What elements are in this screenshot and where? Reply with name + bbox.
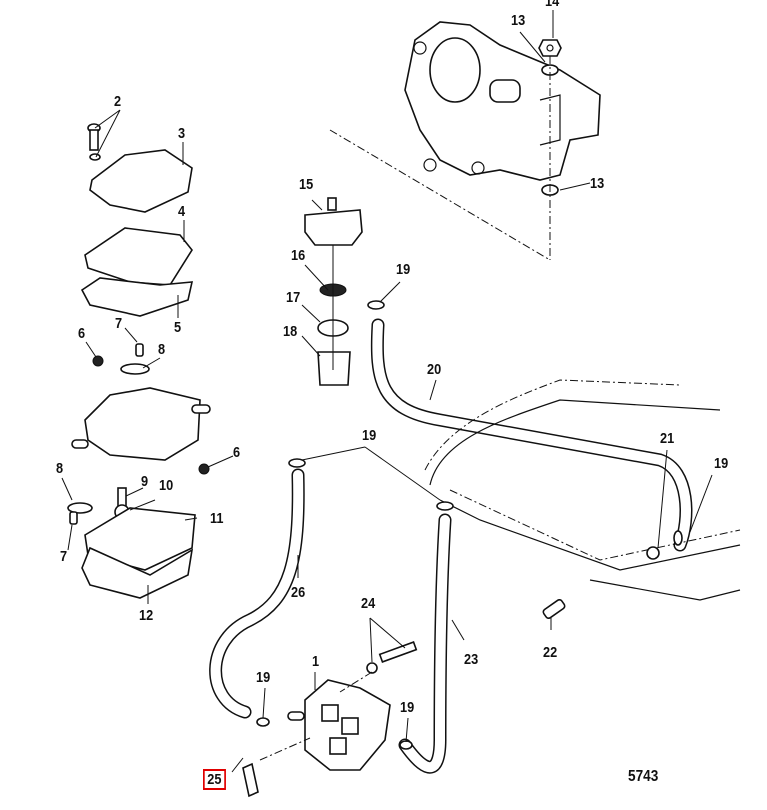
filter-cup-18 [317,351,351,386]
callout-24[interactable]: 24 [361,595,376,612]
callout-25-highlighted[interactable]: 25 [203,769,226,790]
callout-19-engine[interactable]: 19 [714,455,729,472]
callout-8-top[interactable]: 8 [158,341,166,358]
callout-12[interactable]: 12 [139,607,154,624]
callout-2[interactable]: 2 [114,93,122,110]
clamp-19-f [673,530,683,546]
callout-19-pump-left[interactable]: 19 [256,669,271,686]
callout-6-top[interactable]: 6 [78,325,86,342]
callout-8-bottom[interactable]: 8 [56,460,64,477]
callout-26[interactable]: 26 [291,584,306,601]
callout-14[interactable]: 14 [545,0,560,10]
plate-25 [242,762,259,798]
screw-7-bottom [69,511,78,525]
callout-19-filter[interactable]: 19 [396,261,411,278]
figure-number: 5743 [628,768,659,785]
callout-1[interactable]: 1 [312,653,320,670]
callout-11[interactable]: 11 [210,510,224,527]
callout-19-hoses[interactable]: 19 [362,427,377,444]
clamp-19-a [367,300,385,310]
callout-19-pump-right[interactable]: 19 [400,699,415,716]
clamp-19-c [436,501,454,511]
fuel-pump-1 [287,679,391,771]
leader-lines [61,10,713,773]
callout-9[interactable]: 9 [141,473,149,490]
callout-6-right[interactable]: 6 [233,444,241,461]
callout-3[interactable]: 3 [178,125,186,142]
nut-6-top [92,355,104,367]
check-valve-8-top [120,363,150,375]
callout-7-top[interactable]: 7 [115,315,123,332]
callout-20[interactable]: 20 [427,361,442,378]
base-12 [81,546,194,599]
fitting-21 [646,546,660,560]
bolt-24 [366,641,418,674]
callout-13-top[interactable]: 13 [511,12,526,29]
screw-7-top [135,343,144,357]
clamp-19-d [256,717,270,727]
callout-15[interactable]: 15 [299,176,314,193]
clamp-19-e [399,740,413,750]
cover-3 [89,149,193,213]
callout-21[interactable]: 21 [660,430,675,447]
pump-body [84,387,201,461]
callout-18[interactable]: 18 [283,323,298,340]
clamp-19-b [288,458,306,468]
screw-2 [87,123,101,161]
callout-5[interactable]: 5 [174,319,182,336]
check-valve-8-bottom [67,502,93,514]
diaphragm-4 [84,227,193,286]
fitting-22 [542,598,566,620]
callout-22[interactable]: 22 [543,644,558,661]
callout-13-bottom[interactable]: 13 [590,175,605,192]
gasket-5 [80,277,194,317]
nut-6-right [198,463,210,475]
filter-bowl-15 [304,197,363,246]
callout-10[interactable]: 10 [159,477,174,494]
callout-17[interactable]: 17 [286,289,301,306]
callout-7-bottom[interactable]: 7 [60,548,68,565]
bracket-housing [404,21,601,181]
callout-4[interactable]: 4 [178,203,186,220]
callout-16[interactable]: 16 [291,247,306,264]
nut-14 [538,39,562,57]
callout-23[interactable]: 23 [464,651,479,668]
